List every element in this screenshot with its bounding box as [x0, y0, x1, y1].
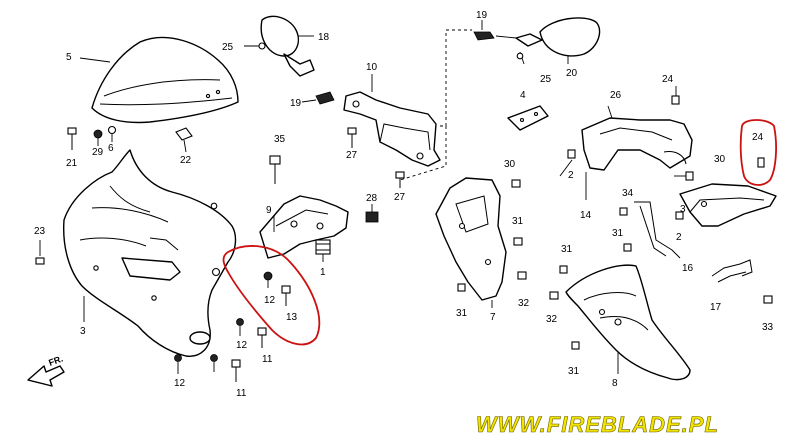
front-direction-arrow: FR. — [27, 354, 65, 387]
grommet-19-top — [473, 20, 517, 41]
callout-12c: 12 — [174, 378, 186, 389]
upper-cowl — [62, 149, 237, 357]
callout-17: 17 — [710, 302, 722, 313]
callout-19a: 19 — [290, 98, 302, 109]
callout-22: 22 — [180, 155, 192, 166]
callout-35: 35 — [274, 134, 286, 145]
callout-18: 18 — [318, 32, 330, 43]
grommet-22 — [175, 127, 193, 153]
callout-8: 8 — [612, 378, 618, 389]
callout-2a: 2 — [568, 170, 574, 181]
callout-23: 23 — [34, 226, 46, 237]
callout-31b: 31 — [561, 244, 573, 255]
bolt-23 — [35, 240, 45, 265]
callout-31a: 31 — [512, 216, 524, 227]
callout-25b: 25 — [540, 74, 552, 85]
callout-4: 4 — [520, 90, 526, 101]
callout-5: 5 — [66, 52, 72, 63]
bolt-35 — [269, 155, 281, 184]
callout-16: 16 — [682, 263, 694, 274]
callout-26: 26 — [610, 90, 622, 101]
callout-34: 34 — [622, 188, 634, 199]
bolts-11 — [231, 327, 267, 382]
callout-31c: 31 — [612, 228, 624, 239]
callout-21: 21 — [66, 158, 78, 169]
washer-12-highlighted — [263, 271, 273, 288]
bolt-13 — [281, 285, 291, 306]
callout-11b: 11 — [236, 388, 247, 399]
callout-10: 10 — [366, 62, 378, 73]
callout-7: 7 — [490, 312, 496, 323]
callout-27b: 27 — [394, 192, 406, 203]
nut-6 — [107, 125, 117, 142]
callout-32a: 32 — [518, 298, 530, 309]
callout-11a: 11 — [262, 354, 273, 365]
callout-3b: 3 — [80, 326, 86, 337]
callout-20: 20 — [566, 68, 578, 79]
stay-34 — [634, 201, 681, 259]
washer-29 — [93, 129, 103, 146]
callout-30b: 30 — [714, 154, 726, 165]
cowl-bracket — [259, 195, 349, 259]
callout-14: 14 — [580, 210, 592, 221]
stay-17 — [711, 259, 753, 283]
callout-30a: 30 — [504, 159, 516, 170]
callout-19b: 19 — [476, 10, 488, 21]
bolt-27-b — [395, 171, 405, 188]
callout-12b: 12 — [236, 340, 248, 351]
callout-13: 13 — [286, 312, 298, 323]
clips-right — [457, 86, 773, 350]
watermark: WWW.FIREBLADE.PL — [476, 412, 719, 437]
callout-9: 9 — [266, 205, 272, 216]
callout-29: 29 — [92, 147, 104, 158]
callout-31d: 31 — [456, 308, 468, 319]
lower-duct — [679, 183, 777, 227]
callout-32b: 32 — [546, 314, 558, 325]
callout-28: 28 — [366, 193, 378, 204]
callout-3a: 3 — [680, 204, 686, 215]
callout-27a: 27 — [346, 150, 358, 161]
callout-33: 33 — [762, 322, 774, 333]
bracket-4 — [507, 105, 549, 131]
callout-2b: 2 — [676, 232, 682, 243]
highlight-circle-24 — [739, 119, 777, 186]
right-mirror — [515, 17, 601, 65]
direction-label: FR. — [47, 354, 64, 368]
callout-31e: 31 — [568, 366, 580, 377]
callout-6: 6 — [108, 143, 114, 154]
lower-fairing — [565, 264, 691, 381]
upper-cowl-stay — [343, 29, 472, 181]
left-mirror — [244, 15, 315, 77]
callout-12a: 12 — [264, 295, 276, 306]
callout-1: 1 — [320, 267, 326, 278]
grommet-1 — [315, 239, 331, 262]
grommet-19-left — [301, 91, 335, 105]
callout-25a: 25 — [222, 42, 234, 53]
washers-12 — [174, 318, 244, 374]
callout-24b: 24 — [752, 132, 764, 143]
bolt-27-a — [347, 127, 357, 148]
callout-24a: 24 — [662, 74, 674, 85]
bolt-21 — [67, 127, 77, 150]
nut-28 — [365, 204, 379, 223]
highlight-circle-12-13 — [222, 245, 321, 346]
inner-panel — [435, 177, 507, 308]
inner-duct — [581, 105, 693, 200]
windscreen — [79, 36, 239, 124]
